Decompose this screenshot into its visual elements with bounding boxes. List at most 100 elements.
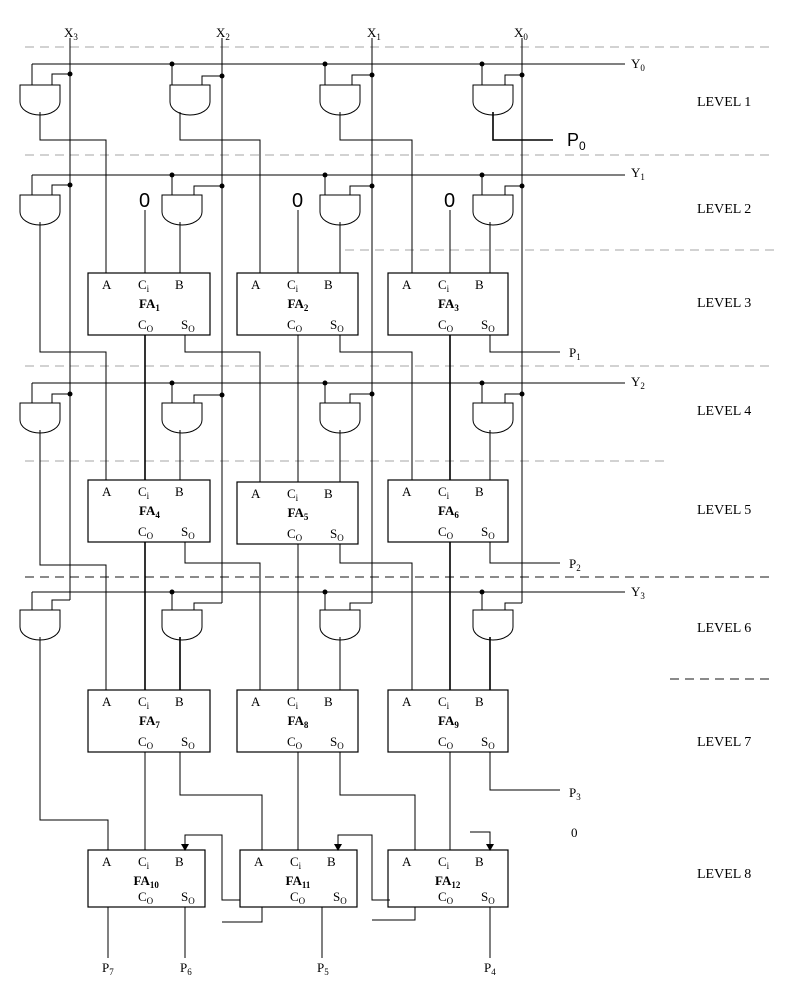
y-input-lines [32,63,625,593]
pin-so-label: SO [330,734,344,751]
p1-label: P1 [569,345,581,362]
x2-label: X2 [216,25,230,42]
pin-co-label: CO [438,317,454,334]
pin-ci-label: Ci [138,694,150,711]
pin-a-label: A [102,484,112,499]
x1-label: X1 [367,25,381,42]
pin-co-label: CO [138,524,154,541]
full-adder-9 [387,689,509,753]
and-gate [319,194,361,226]
pin-so-label: SO [181,524,195,541]
full-adder-12 [387,849,509,908]
level-1-label: LEVEL 1 [697,95,751,110]
level-separators [25,46,775,680]
carry-in-zero-label: 0 [139,190,150,212]
pin-b-label: B [324,277,333,292]
and-gate [472,609,514,641]
pin-so-label: SO [330,526,344,543]
pin-ci-label: Ci [438,694,450,711]
pin-so-label: SO [481,524,495,541]
p5-label: P5 [317,960,329,977]
full-adders [87,272,509,908]
pin-a-label: A [402,694,412,709]
level-2-label: LEVEL 2 [697,202,751,217]
and-gate-row-2 [19,172,525,226]
y2-label: Y2 [631,374,645,391]
level-5-label: LEVEL 5 [697,503,751,518]
pin-co-label: CO [287,526,303,543]
pin-a-label: A [102,277,112,292]
wiring [39,112,560,958]
level-7-label: LEVEL 7 [697,735,751,750]
pin-ci-label: Ci [138,854,150,871]
pin-b-label: B [175,484,184,499]
p6-label: P6 [180,960,192,977]
pin-a-label: A [254,854,264,869]
full-adder-1 [87,272,211,336]
pin-so-label: SO [181,889,195,906]
pin-so-label: SO [481,889,495,906]
y3-label: Y3 [631,584,645,601]
level-8-label: LEVEL 8 [697,867,751,882]
pin-so-label: SO [481,317,495,334]
and-gate-row-3 [19,380,525,434]
pin-a-label: A [102,854,112,869]
x-input-lines [69,38,523,603]
full-adder-name: FA11 [286,873,311,890]
full-adder-6 [387,479,509,543]
carry-in-zero-label: 0 [292,190,303,212]
and-gate-row-1 [19,61,525,116]
pin-so-label: SO [333,889,347,906]
p7-label: P7 [102,960,114,977]
pin-b-label: B [327,854,336,869]
and-gate [161,194,203,226]
pin-so-label: SO [481,734,495,751]
pin-co-label: CO [290,889,306,906]
pin-co-label: CO [287,317,303,334]
carry-in-zero-label: 0 [444,190,455,212]
full-adder-name: FA2 [288,296,309,313]
p3-label: P3 [569,785,581,802]
labels: X3 X2 X1 X0 Y0 Y1 Y2 Y3 LEVEL 1 LEVEL 2 … [64,25,751,977]
pin-so-label: SO [181,734,195,751]
full-adder-name: FA5 [288,505,309,522]
x0-label: X0 [514,25,528,42]
pin-co-label: CO [287,734,303,751]
full-adder-name: FA12 [435,873,461,890]
pin-b-label: B [175,277,184,292]
and-gate [19,194,61,226]
pin-co-label: CO [438,889,454,906]
pin-so-label: SO [181,317,195,334]
full-adder-name: FA4 [139,503,160,520]
pin-ci-label: Ci [138,484,150,501]
p4-label: P4 [484,960,496,977]
pin-ci-label: Ci [290,854,302,871]
full-adder-name: FA3 [438,296,459,313]
pin-b-label: B [175,854,184,869]
y0-label: Y0 [631,56,645,73]
level-6-label: LEVEL 6 [697,621,751,636]
p0-label: P0 [567,130,586,153]
level-4-label: LEVEL 4 [697,404,751,419]
p2-label: P2 [569,556,581,573]
full-adder-4 [87,479,211,543]
pin-b-label: B [324,486,333,501]
pin-a-label: A [402,854,412,869]
full-adder-5 [236,481,359,545]
full-adder-name: FA9 [438,713,459,730]
y1-label: Y1 [631,165,645,182]
pin-a-label: A [102,694,112,709]
pin-a-label: A [402,277,412,292]
pin-b-label: B [475,484,484,499]
x3-label: X3 [64,25,78,42]
and-gate [19,402,61,434]
full-adder-10 [87,849,206,908]
pin-b-label: B [175,694,184,709]
pin-so-label: SO [330,317,344,334]
pin-co-label: CO [438,524,454,541]
pin-b-label: B [475,277,484,292]
pin-ci-label: Ci [287,486,299,503]
and-gate [19,609,61,641]
